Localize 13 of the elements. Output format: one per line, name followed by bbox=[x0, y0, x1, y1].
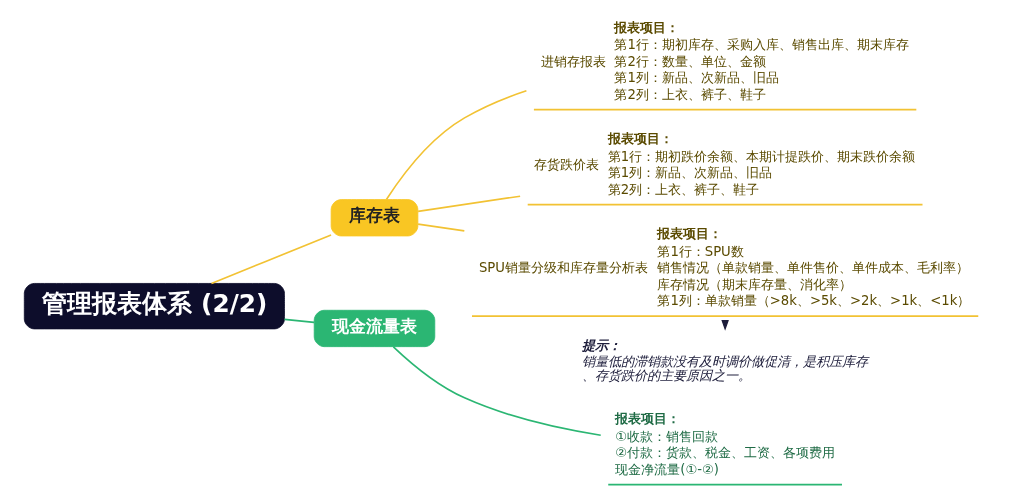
connector bbox=[385, 89, 527, 201]
connector bbox=[416, 223, 465, 232]
node-text: 报表项目： ①收款：销售回款 ②付款：货款、税金、工资、各项费用 现金净流量(①-②) bbox=[614, 411, 835, 477]
connector bbox=[283, 318, 315, 324]
node-box: 管理报表体系 (2/2) bbox=[23, 283, 285, 330]
node-text: 提示： 销量低的滞销款没有及时调价做促清，是积压库存、存货跌价的主要原因之一。 bbox=[581, 337, 868, 383]
connector bbox=[392, 346, 602, 437]
node-box: 现金流量表 bbox=[313, 309, 435, 348]
node-box: 库存表 bbox=[330, 199, 418, 237]
connector bbox=[416, 195, 521, 213]
node-text: SPU销量分级和库存量分析表 报表项目： 第1行：SPU数 销售情况（单款销量、单件售价、单件成本、毛利率） 库存情况（期末库存量、消化率） 第1列：单款销量（>8k、>5k、>2k、>1k、<1k） bbox=[478, 226, 970, 309]
node-text: 进销存报表 报表项目： 第1行：期初库存、采购入库、销售出库、期末库存 第2行：数量、单位、金额 第1列：新品、次新品、旧品 第2列：上衣、裤子、鞋子 bbox=[540, 19, 909, 102]
connector bbox=[210, 234, 332, 285]
